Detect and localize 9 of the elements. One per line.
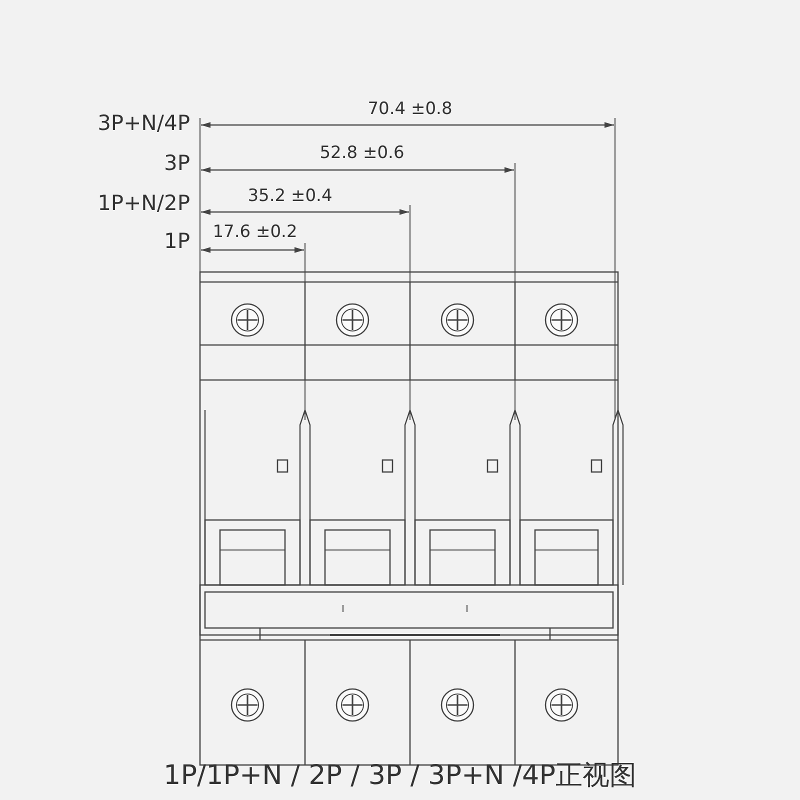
pole-label: 3P+N/4P — [98, 113, 190, 134]
dimension-label: 17.6 ±0.2 — [212, 224, 298, 241]
dimension-label: 70.4 ±0.8 — [368, 101, 452, 118]
caption: 1P/1P+N / 2P / 3P / 3P+N /4P正视图 — [164, 762, 636, 789]
pole-label: 1P — [164, 231, 190, 252]
pole-label: 1P+N/2P — [98, 193, 190, 214]
dimension-label: 52.8 ±0.6 — [320, 145, 404, 162]
pole-label: 3P — [164, 153, 190, 174]
dimension-label: 35.2 ±0.4 — [248, 188, 332, 205]
